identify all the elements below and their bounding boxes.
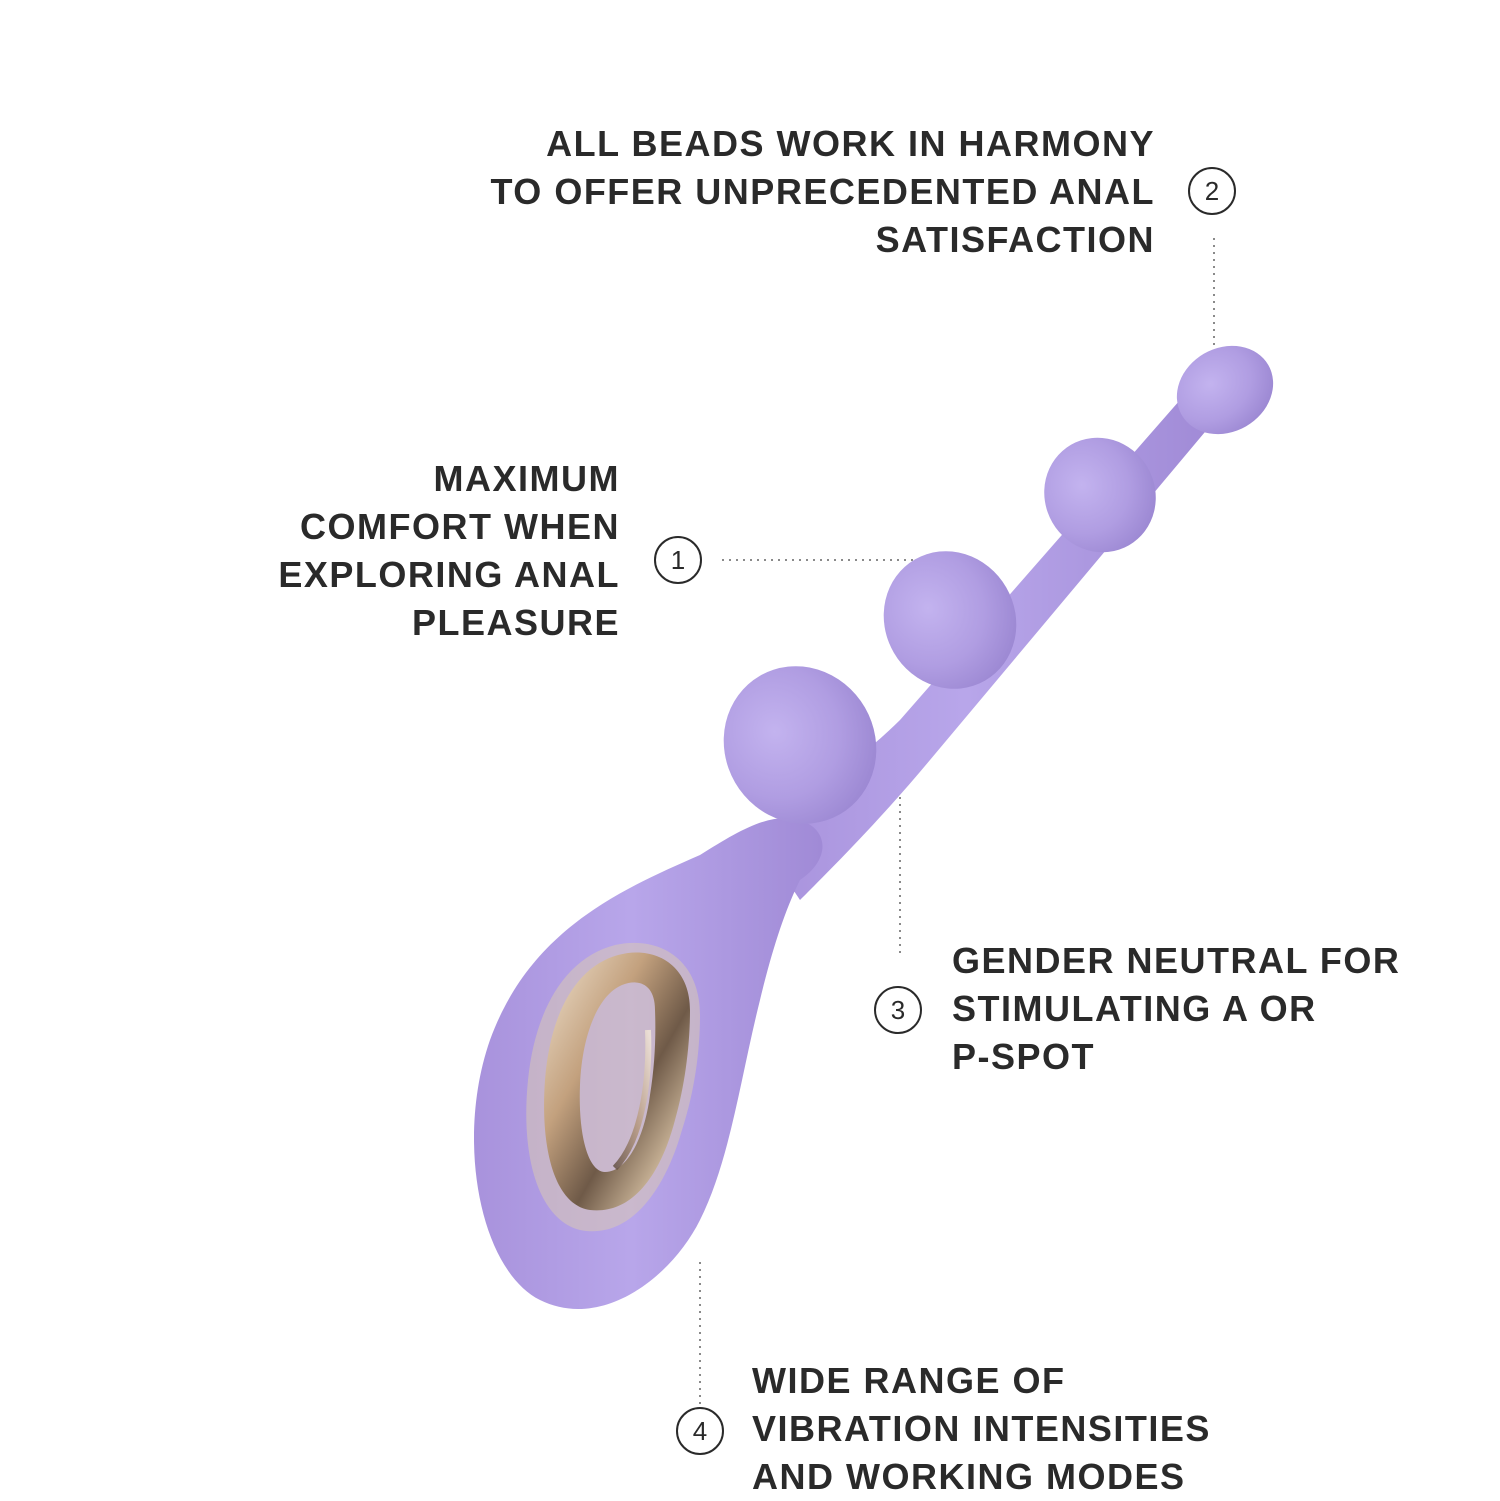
- bead-2: [1044, 437, 1156, 553]
- callout-3-number-badge: 3: [874, 986, 922, 1034]
- callout-4-text: WIDE RANGE OF VIBRATION INTENSITIES AND …: [752, 1357, 1211, 1501]
- bead-4-large: [723, 666, 877, 824]
- callout-3-line-2: STIMULATING A OR: [952, 988, 1317, 1029]
- callout-4-line-2: VIBRATION INTENSITIES: [752, 1408, 1211, 1449]
- callout-1-line-1: MAXIMUM: [433, 458, 620, 499]
- callout-1-line-2: COMFORT WHEN: [300, 506, 620, 547]
- callout-2-line-3: SATISFACTION: [875, 219, 1155, 260]
- callout-4-line-1: WIDE RANGE OF: [752, 1360, 1066, 1401]
- callout-4-number-badge: 4: [676, 1407, 724, 1455]
- bead-1-tip: [1176, 345, 1274, 435]
- bead-3: [883, 551, 1017, 689]
- product-body: [474, 345, 1274, 1309]
- callout-2-text: ALL BEADS WORK IN HARMONY TO OFFER UNPRE…: [490, 120, 1155, 264]
- callout-3-line-3: P-SPOT: [952, 1036, 1096, 1077]
- callout-4-line-3: AND WORKING MODES: [752, 1456, 1186, 1497]
- callout-2-number-badge: 2: [1188, 167, 1236, 215]
- gold-ring: [544, 952, 690, 1211]
- callout-1-number-badge: 1: [654, 536, 702, 584]
- callout-2-line-2: TO OFFER UNPRECEDENTED ANAL: [490, 171, 1155, 212]
- callout-3-line-1: GENDER NEUTRAL FOR: [952, 940, 1401, 981]
- callout-1-text: MAXIMUM COMFORT WHEN EXPLORING ANAL PLEA…: [278, 455, 620, 647]
- callout-1-line-4: PLEASURE: [411, 602, 620, 643]
- callout-3-text: GENDER NEUTRAL FOR STIMULATING A OR P-SP…: [952, 937, 1400, 1081]
- callout-1-line-3: EXPLORING ANAL: [278, 554, 620, 595]
- callout-2-line-1: ALL BEADS WORK IN HARMONY: [546, 123, 1155, 164]
- leader-lines: [699, 238, 1215, 1412]
- gold-ring-highlight: [612, 1029, 652, 1171]
